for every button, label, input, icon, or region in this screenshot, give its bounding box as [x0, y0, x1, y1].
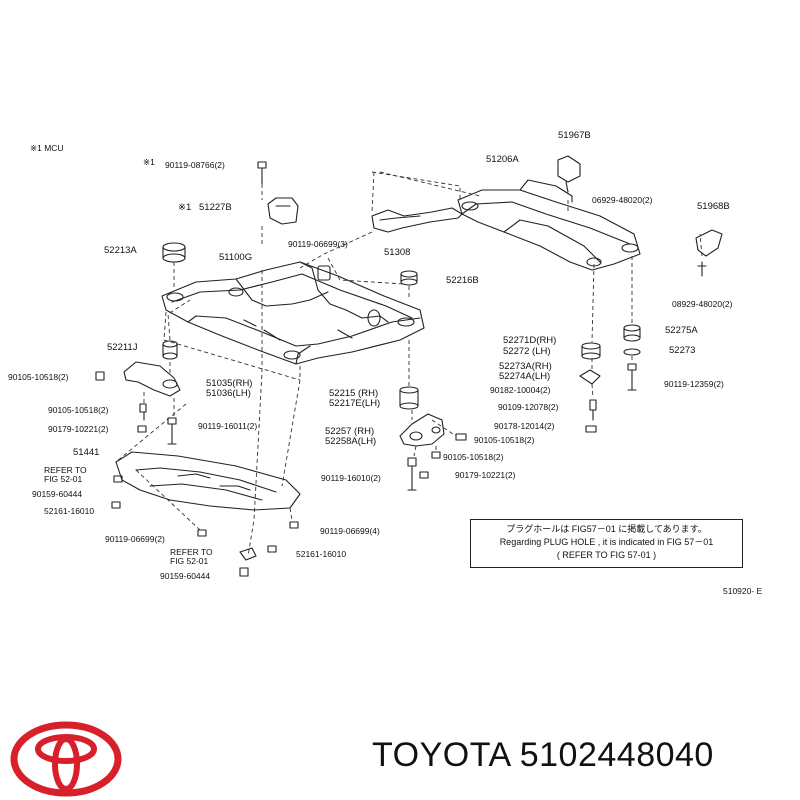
part-label: 90119-08766(2) [165, 160, 225, 170]
part-label: 51206A [486, 154, 519, 165]
part-label: 90119-12359(2) [664, 379, 724, 389]
note-line-japanese: プラグホールは FIG57－01 に掲載してあります。 [506, 524, 707, 534]
part-label: 90119-16010(2) [321, 473, 381, 483]
mark-asterisk-label: ※1 [178, 202, 192, 213]
part-label: 90179-10221(2) [455, 470, 516, 480]
part-label: 51441 [73, 447, 100, 458]
part-label: 52215 (RH) [329, 388, 379, 399]
refer-label: FIG 52-01 [170, 556, 209, 566]
plug-hole-note: プラグホールは FIG57－01 に掲載してあります。 Regarding PL… [470, 519, 743, 568]
rear-crossmember [457, 189, 641, 271]
part-label: 52273A(RH) [499, 361, 552, 372]
part-label: 52275A [665, 325, 698, 336]
refer-label: REFER TO [170, 547, 213, 557]
front-crossmember [161, 261, 425, 365]
brand-name: TOYOTA [372, 736, 510, 774]
part-label: 52273 [669, 345, 696, 356]
part-label: 51967B [558, 130, 591, 141]
part-label: 52258A(LH) [325, 436, 377, 447]
part-label: 90109-12078(2) [498, 402, 559, 412]
part-label: 52217E(LH) [329, 398, 381, 409]
part-label: 51968B [697, 201, 730, 212]
part-label: 90119-06699(2) [105, 534, 165, 544]
part-label: 90105-10518(2) [8, 372, 69, 382]
part-label: 52211J [107, 342, 138, 353]
refer-label: FIG 52-01 [44, 474, 83, 484]
mark-asterisk-label: ※1 [143, 157, 155, 167]
part-label: 51036(LH) [206, 388, 251, 399]
figure-code: 510920- E [723, 586, 763, 596]
part-label: 90119-06699(4) [320, 526, 380, 536]
model-note: ※1 MCU [30, 143, 64, 153]
part-label: 90179-10221(2) [48, 424, 109, 434]
brand-part-number: TOYOTA 5102448040 [372, 736, 714, 775]
part-label: 52271D(RH) [503, 335, 557, 346]
part-label: 90119-06699(3) [288, 239, 348, 249]
part-label: 52274A(LH) [499, 371, 551, 382]
part-label: 52216B [446, 275, 479, 286]
note-line-english: Regarding PLUG HOLE , it is indicated in… [499, 537, 714, 547]
under-cover-51441 [115, 451, 301, 511]
part-label: 51035(RH) [206, 378, 253, 389]
part-label: 90182-10004(2) [490, 385, 551, 395]
part-number: 5102448040 [519, 736, 714, 774]
part-label: 51227B [199, 202, 232, 213]
crossmember-exploded-diagram [95, 155, 723, 577]
part-label: 51100G [219, 252, 253, 263]
part-label: 52161-16010 [44, 506, 95, 516]
part-label: 51308 [384, 247, 411, 258]
part-label: 52257 (RH) [325, 426, 375, 437]
note-line-refer: ( REFER TO FIG 57-01 ) [556, 550, 657, 560]
part-label: 90105-10518(2) [474, 435, 535, 445]
part-label: 90119-16011(2) [198, 421, 258, 431]
part-label: 52213A [104, 245, 137, 256]
part-label: 90105-10518(2) [443, 452, 504, 462]
part-label: 90159-60444 [32, 489, 83, 499]
part-label: 08929-48020(2) [672, 299, 733, 309]
refer-label: REFER TO [44, 465, 87, 475]
part-label: 06929-48020(2) [592, 195, 653, 205]
part-label: 90105-10518(2) [48, 405, 109, 415]
part-label: 52161-16010 [296, 549, 347, 559]
toyota-logo [10, 721, 122, 797]
part-label: 90178-12014(2) [494, 421, 555, 431]
part-label: 90159-60444 [160, 571, 211, 581]
part-label: 52272 (LH) [503, 346, 551, 357]
